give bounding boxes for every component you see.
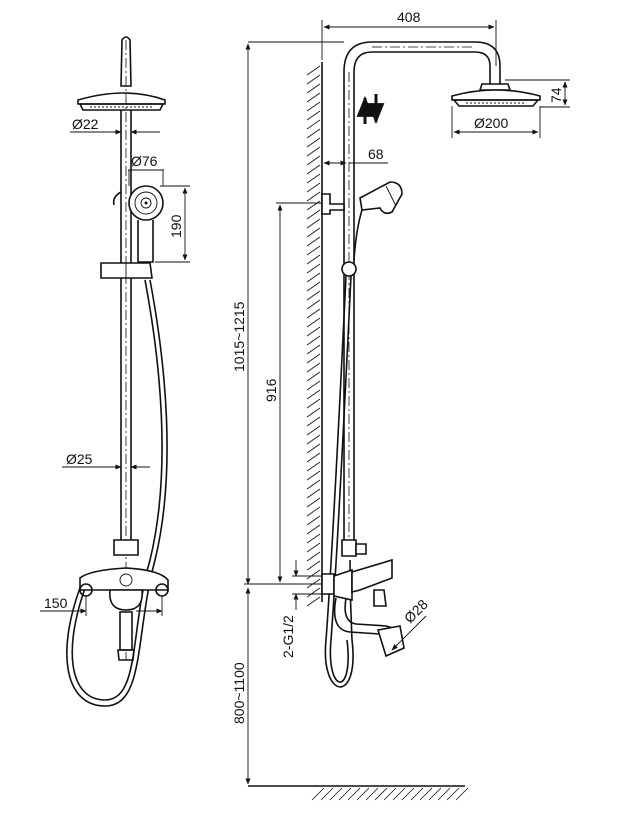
dim-hand-shower-diameter: Ø76: [131, 153, 158, 169]
hand-shower-front: [112, 185, 164, 263]
dim-arm-reach: 408: [397, 9, 421, 25]
dim-spout-diameter: Ø28: [401, 596, 431, 626]
hose-side: [324, 275, 354, 688]
hose-front: [71, 279, 163, 701]
dim-rain-head-height: 74: [548, 87, 564, 103]
dim-wall-offset: 68: [368, 146, 384, 162]
dim-mixer-spacing: 150: [44, 595, 68, 611]
dim-mixer-height: 800~1100: [231, 662, 247, 724]
dim-rain-head-diameter: Ø200: [474, 115, 508, 131]
dim-total-height: 1015~1215: [231, 301, 247, 372]
mixer-front: [79, 567, 169, 611]
floor: [248, 785, 469, 801]
sliding-rail-front: [120, 40, 132, 660]
dim-rail-top-diameter: Ø22: [72, 116, 99, 132]
wall: [306, 62, 323, 607]
slide-bracket: [100, 262, 153, 279]
dim-hand-shower-height: 190: [168, 214, 184, 238]
hand-shower-side: [353, 181, 403, 261]
side-view: 408 74 Ø200 68 1015~1215 916 2-G1/2: [231, 9, 570, 801]
dim-inlet-thread: 2-G1/2: [280, 615, 296, 658]
bath-spout-side: [333, 597, 405, 658]
mixer-side: [321, 558, 393, 607]
flow-direction-arrows: [356, 94, 385, 125]
front-view: Ø22 Ø76 190 Ø25 150: [40, 36, 190, 707]
dim-rail-diameter: Ø25: [66, 451, 93, 467]
rain-head-side: [451, 83, 541, 107]
rain-head-front: [77, 92, 166, 111]
dim-bracket-height: 916: [263, 378, 279, 402]
